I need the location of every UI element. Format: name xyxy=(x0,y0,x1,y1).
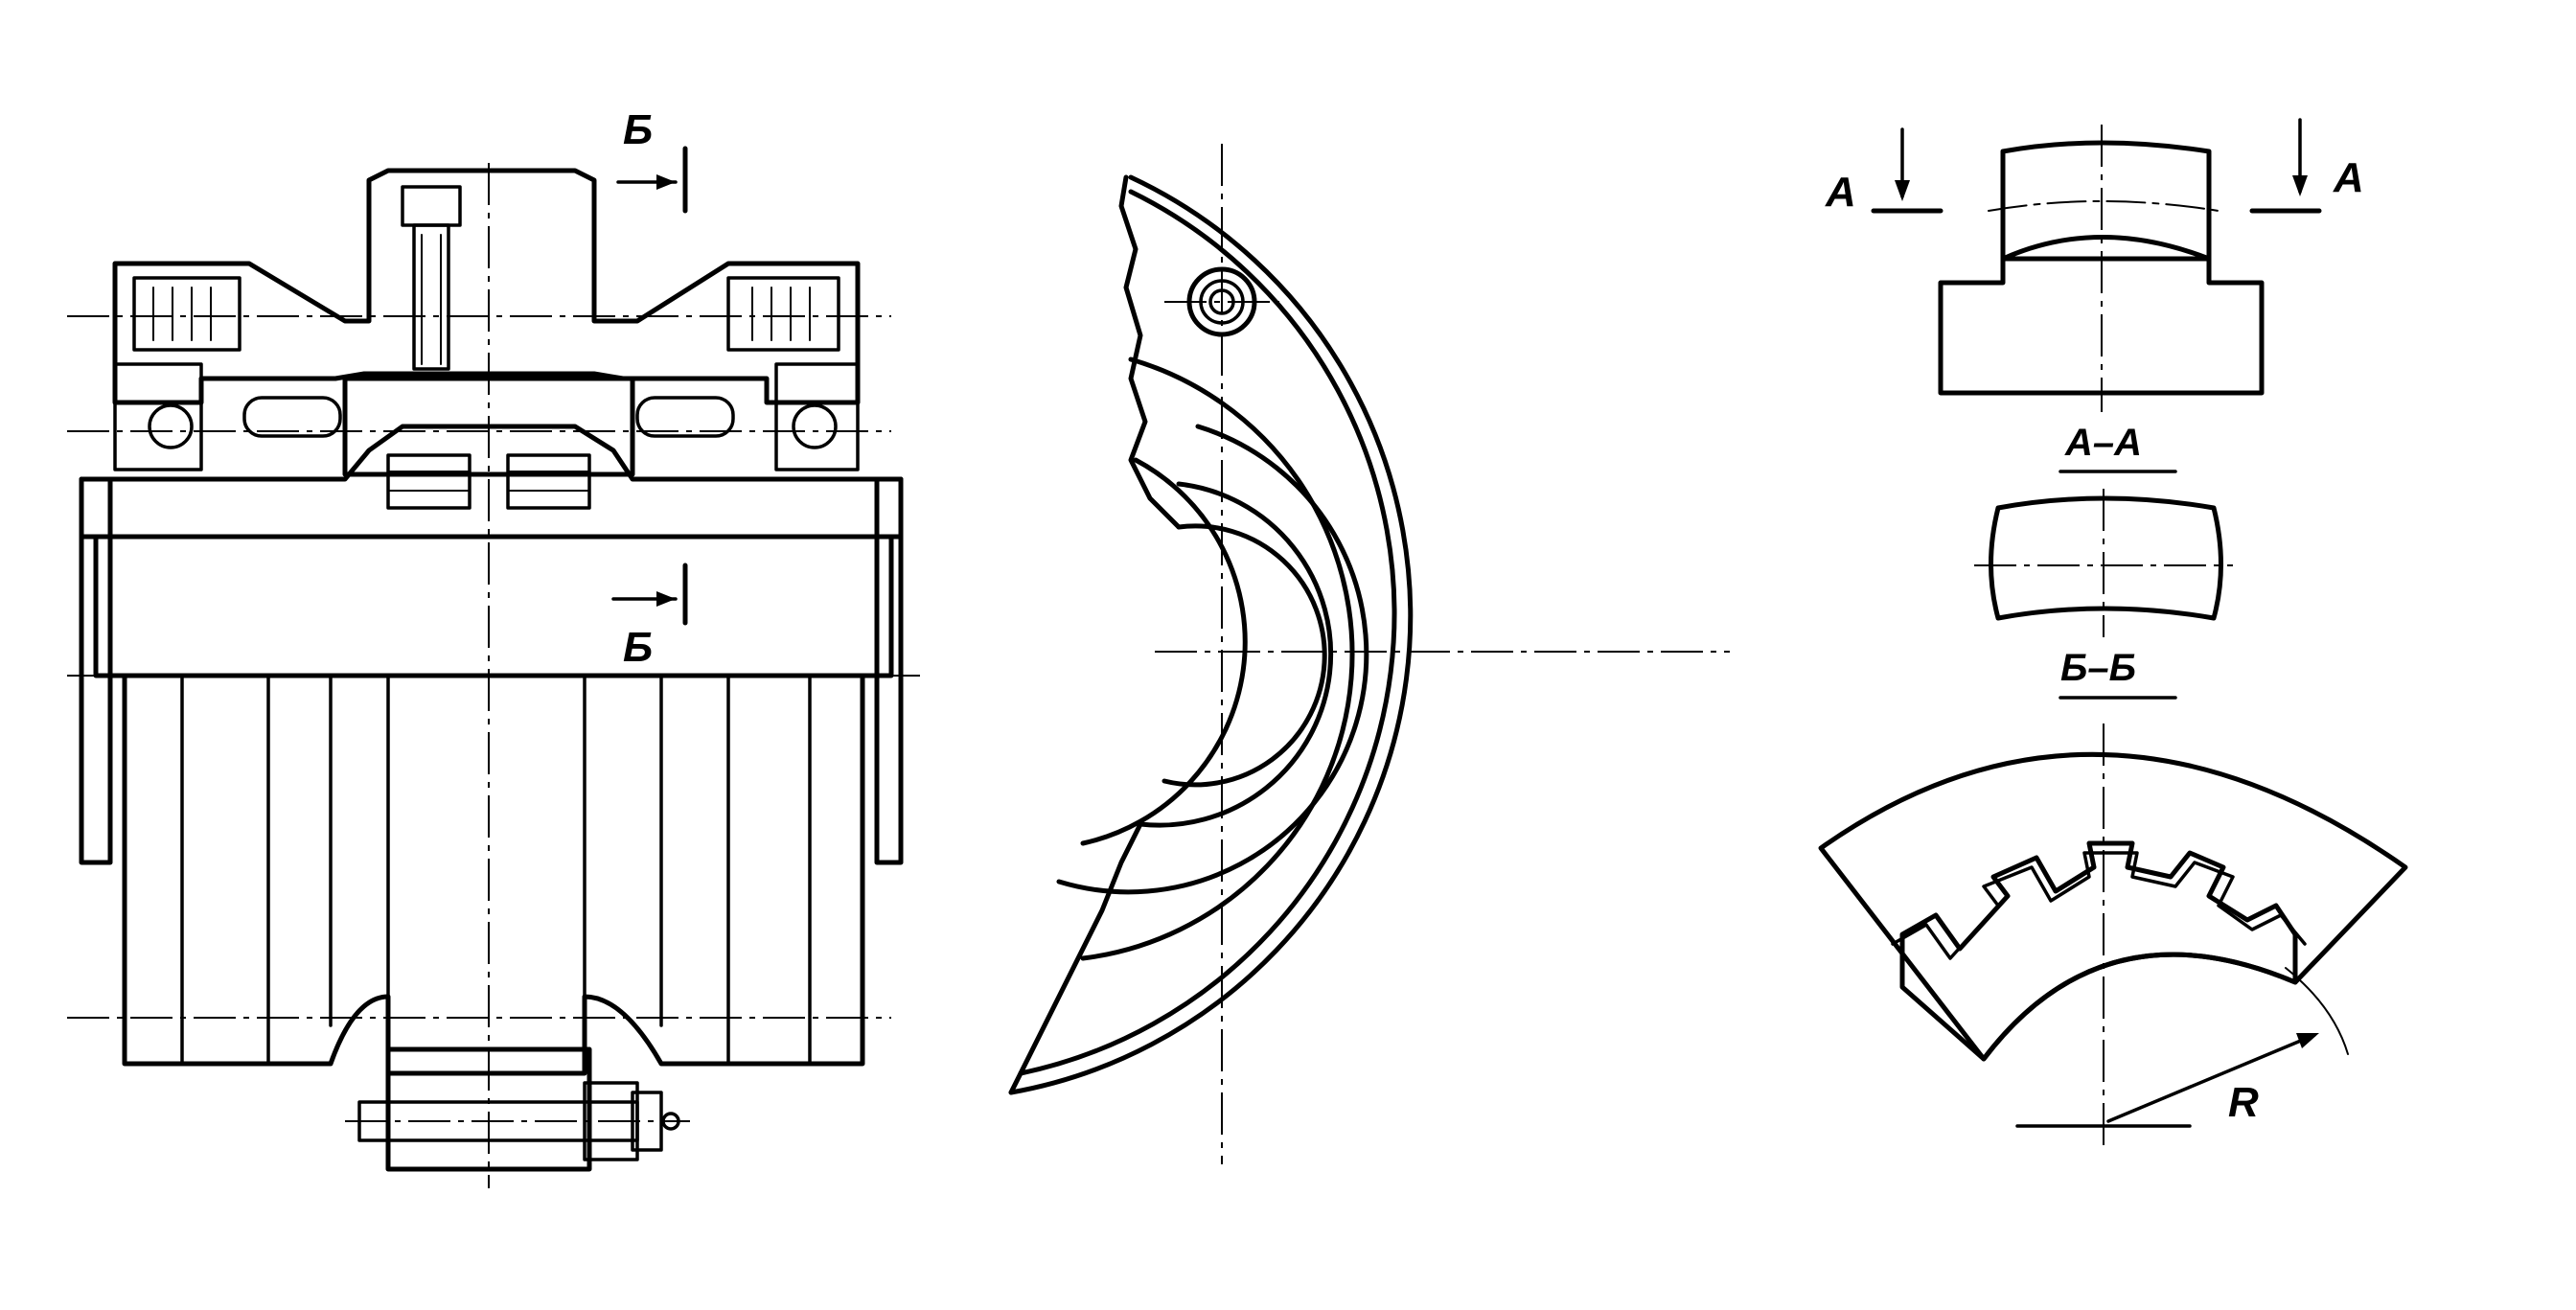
ring-break-edge xyxy=(1118,174,1182,530)
top-bolt xyxy=(401,185,462,371)
roller-left xyxy=(242,396,342,438)
section-b-b-title: Б–Б xyxy=(2058,647,2177,700)
sleeve-body xyxy=(93,534,894,678)
sleeve-lower xyxy=(122,673,865,1076)
sleeve-grooves xyxy=(180,674,812,1066)
label-radius: R xyxy=(2228,1079,2259,1126)
pin-left xyxy=(386,453,472,510)
radius-arrow xyxy=(2106,1033,2316,1123)
gear-teeth-band xyxy=(1899,840,2298,1062)
label-b-top: Б xyxy=(623,106,653,153)
coupling-section-view: Б Б xyxy=(67,106,920,1188)
section-a-a-view xyxy=(1974,489,2233,637)
label-b-bottom: Б xyxy=(623,624,653,671)
ring-end-view xyxy=(1008,144,1730,1164)
ring-outer-arc xyxy=(1008,174,1414,1095)
section-b-b-view: R xyxy=(1818,724,2408,1150)
section-mark-b-bottom: Б xyxy=(611,563,688,671)
section-a-a-title: А–А xyxy=(2058,422,2177,473)
roller-right xyxy=(635,396,735,438)
seal-right xyxy=(726,276,860,471)
upper-flange-section xyxy=(112,168,861,405)
title-a-a: А–А xyxy=(2064,422,2142,464)
title-b-b: Б–Б xyxy=(2060,647,2136,689)
label-a-left: А xyxy=(1825,169,1856,216)
label-a-right: А xyxy=(2333,154,2364,201)
section-a-part: А А xyxy=(1825,118,2364,412)
sections-column: А А А–А Б–Б xyxy=(1818,118,2408,1150)
section-mark-b-top: Б xyxy=(616,106,688,214)
pin-right xyxy=(506,453,591,510)
bottom-bolt xyxy=(357,1046,680,1172)
seal-left xyxy=(113,276,242,471)
